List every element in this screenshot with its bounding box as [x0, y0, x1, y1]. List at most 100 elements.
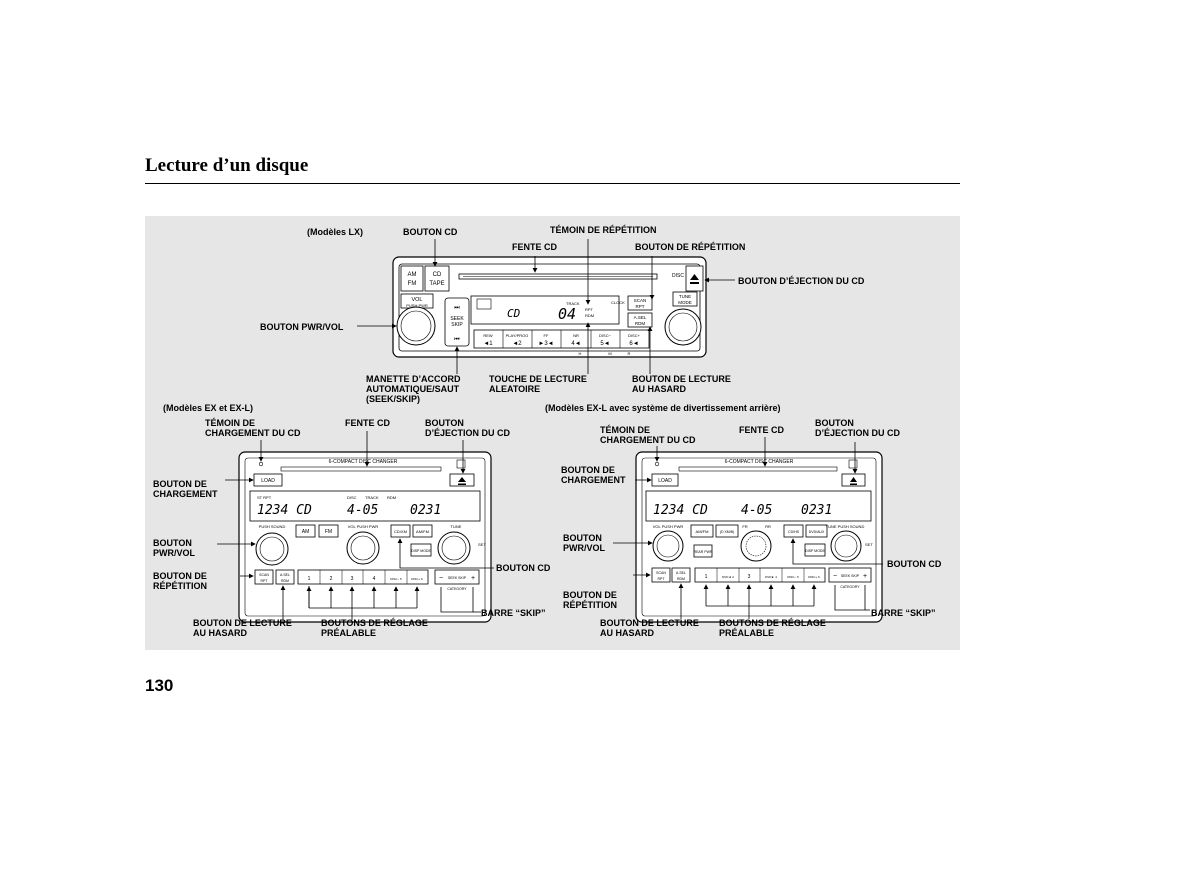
lx-fm-text: FM — [408, 281, 417, 287]
exl-lcd-mid: 4-05 — [741, 503, 772, 518]
lx-tune-mode-button[interactable] — [672, 291, 698, 307]
lx-seek-skip-label-line1: MANETTE D’ACCORD — [366, 374, 461, 384]
exl-preset-2[interactable]: DVD◄ 2 — [722, 575, 734, 579]
title-rule — [145, 183, 960, 184]
lx-cd-button-label: BOUTON CD — [403, 227, 458, 237]
lx-leader-lines — [357, 239, 735, 374]
exl-random-label: BOUTON DE LECTURE AU HASARD — [600, 618, 699, 638]
ex-pwr-vol-label-line2: PWR/VOL — [153, 548, 195, 558]
exl-load-button-label-line1: BOUTON DE — [561, 465, 615, 475]
exl-rear-pwr-text: REAR PWR — [694, 550, 713, 554]
lx-clock-text: CLOCK — [611, 300, 625, 305]
lx-h-text: H — [579, 351, 582, 356]
exl-preset-1[interactable]: 1 — [705, 574, 708, 580]
exl-cd-slot — [678, 466, 838, 472]
exl-load-button[interactable] — [651, 473, 679, 487]
ex-asel-rdm-button[interactable] — [275, 569, 295, 585]
ex-cd-xm-button[interactable] — [390, 524, 411, 538]
ex-disp-mode-button[interactable] — [410, 543, 432, 557]
lx-display-rpt: RPT — [585, 307, 594, 312]
lx-preset-5-num[interactable]: 5◄ — [600, 341, 609, 347]
exl-dvd-aux-button[interactable] — [805, 524, 828, 538]
lx-rpt-text: RPT — [636, 304, 645, 309]
exl-eject-label: BOUTON D’ÉJECTION DU CD — [815, 418, 900, 438]
ex-cd-slot — [280, 466, 442, 472]
ex-load-button[interactable] — [253, 473, 283, 487]
exl-preset-3[interactable]: 3 — [748, 574, 751, 580]
page-title: Lecture d’un disque — [145, 155, 309, 176]
exl-disp-mode-button[interactable] — [804, 543, 826, 557]
exl-preset-4[interactable]: DVD► 4 — [765, 575, 777, 579]
exl-dxm-button[interactable] — [715, 524, 739, 538]
ex-am-text: AM — [302, 529, 310, 535]
exl-radio-unit: 6-COMPACT DISC CHANGER LOAD 1234 CD 4-05… — [635, 451, 883, 623]
ex-preset-6[interactable]: DISC+ 6 — [411, 577, 423, 581]
exl-preset-6[interactable]: DISC+ 6 — [808, 575, 820, 579]
lx-preset-3-num[interactable]: ►3◄ — [538, 341, 553, 347]
ex-repeat-label-line2: RÉPÉTITION — [153, 581, 208, 591]
ex-preset-label-line2: PRÉALABLE — [321, 628, 377, 638]
exl-am-fm-button[interactable] — [690, 524, 714, 538]
exl-rdm-text: RDM — [677, 577, 685, 581]
lx-am-text: AM — [408, 272, 417, 278]
lx-tape-text: TAPE — [429, 281, 444, 287]
ex-random-label-line1: BOUTON DE LECTURE — [193, 618, 292, 628]
ex-am-button[interactable] — [295, 524, 316, 538]
lx-cd-text: CD — [433, 272, 442, 278]
ex-cd-xm-text: CD/XM — [394, 529, 407, 534]
exl-pwr-vol-label-line1: BOUTON — [563, 533, 602, 543]
lx-model-label: (Modèles LX) — [307, 227, 364, 237]
ex-plus-text: + — [471, 575, 475, 582]
exl-asel-rdm-button[interactable] — [671, 567, 691, 583]
ex-preset-3[interactable]: 3 — [351, 576, 354, 582]
exl-cd-hs-button[interactable] — [783, 524, 804, 538]
lx-preset-5-top: DISC− — [599, 333, 612, 338]
ex-load-button-label: BOUTON DE CHARGEMENT — [153, 479, 218, 499]
ex-seek-skip-bar[interactable] — [434, 569, 480, 585]
ex-push-sound-text: PUSH SOUND — [259, 524, 286, 529]
lx-seek-skip-bar[interactable] — [444, 297, 470, 347]
ex-radio-unit: 6-COMPACT DISC CHANGER LOAD ST RPT 1234 … — [238, 451, 492, 623]
ex-pwr-vol-label-line1: BOUTON — [153, 538, 192, 548]
ex-preset-1[interactable]: 1 — [308, 576, 311, 582]
lx-repeat-indicator-label: TÉMOIN DE RÉPÉTITION — [550, 225, 657, 235]
lx-preset-1-num[interactable]: ◄1 — [483, 341, 493, 347]
ex-disp-mode-text: DISP MODE — [411, 549, 431, 553]
lx-cd-tape-button[interactable] — [424, 265, 450, 292]
ex-scan-rpt-button[interactable] — [254, 569, 274, 585]
lx-display-rdm: RDM — [585, 313, 594, 318]
lx-preset-4-num[interactable]: 4◄ — [571, 341, 580, 347]
exl-am-fm-text: AM/FM — [696, 529, 709, 534]
exl-preset-buttons: 1 DVD◄ 2 3 DVD► 4 DISC− 5 DISC+ 6 — [694, 567, 826, 583]
exl-eject-label-line2: D’ÉJECTION DU CD — [815, 428, 901, 438]
lx-asel-rdm-button[interactable] — [627, 312, 653, 328]
ex-asel-text: A.SEL — [280, 573, 290, 577]
lx-seek-skip-label: MANETTE D’ACCORD AUTOMATIQUE/SAUT (SEEK/… — [366, 374, 461, 404]
radio-illustration: AM FM CD TAPE DISC VOL PUSH PWR ⏭ SEEK S… — [217, 239, 883, 623]
lx-tune-text: TUNE — [679, 294, 691, 299]
exl-preset-5[interactable]: DISC− 5 — [787, 575, 799, 579]
exl-display — [645, 490, 872, 522]
ex-preset-4[interactable]: 4 — [373, 576, 376, 582]
ex-rpt-text: RPT — [261, 579, 269, 583]
lx-eject-label: BOUTON D’ÉJECTION DU CD — [738, 276, 865, 286]
exl-eject-label-line1: BOUTON — [815, 418, 854, 428]
exl-seek-skip-bar[interactable] — [828, 567, 872, 583]
exl-preset-label-line1: BOUTONS DE RÉGLAGE — [719, 618, 826, 628]
exl-load-button-label: BOUTON DE CHARGEMENT — [561, 465, 626, 485]
lx-preset-6-num[interactable]: 6◄ — [629, 341, 638, 347]
ex-am-fm-button[interactable] — [412, 524, 433, 538]
exl-minus-text: − — [833, 573, 837, 580]
lx-am-fm-button[interactable] — [400, 265, 424, 292]
exl-model-label: (Modèles EX-L avec système de divertisse… — [545, 403, 781, 413]
exl-rear-pwr-button[interactable] — [693, 544, 713, 558]
ex-fm-button[interactable] — [318, 524, 339, 538]
exl-scan-rpt-button[interactable] — [651, 567, 671, 583]
ex-preset-5[interactable]: DISC− 5 — [390, 577, 402, 581]
ex-skip-bar-label: BARRE “SKIP” — [481, 608, 546, 618]
lx-random-button-label: BOUTON DE LECTURE AU HASARD — [632, 374, 731, 394]
lx-preset-2-num[interactable]: ◄2 — [512, 341, 522, 347]
lx-scan-rpt-button[interactable] — [627, 295, 653, 311]
lx-push-pwr-text: PUSH PWR — [406, 303, 428, 308]
ex-preset-2[interactable]: 2 — [330, 576, 333, 582]
